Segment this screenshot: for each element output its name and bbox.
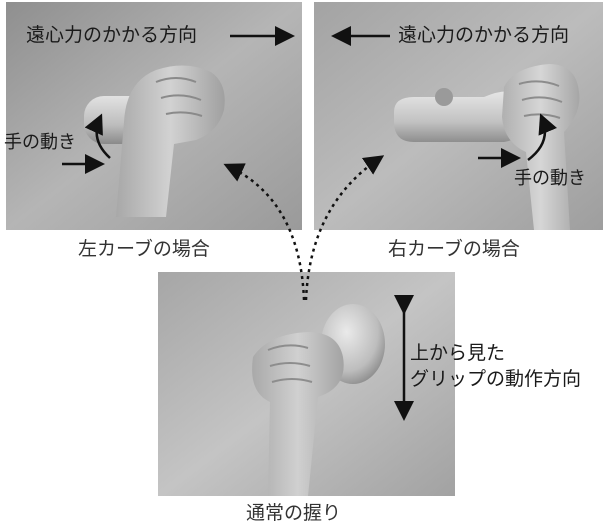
bottom-caption: 通常の握り xyxy=(246,502,341,524)
grip-direction-label: 上から見た グリップの動作方向 xyxy=(410,340,581,392)
right-caption: 右カーブの場合 xyxy=(388,238,520,260)
left-hand-motion-label: 手の動き xyxy=(4,132,76,154)
left-force-label: 遠心力のかかる方向 xyxy=(26,24,197,46)
grip-label-line1: 上から見た xyxy=(410,340,581,366)
right-force-label: 遠心力のかかる方向 xyxy=(398,24,569,46)
right-hand-motion-label: 手の動き xyxy=(514,168,586,190)
left-caption: 左カーブの場合 xyxy=(78,238,210,260)
grip-label-line2: グリップの動作方向 xyxy=(410,366,581,392)
